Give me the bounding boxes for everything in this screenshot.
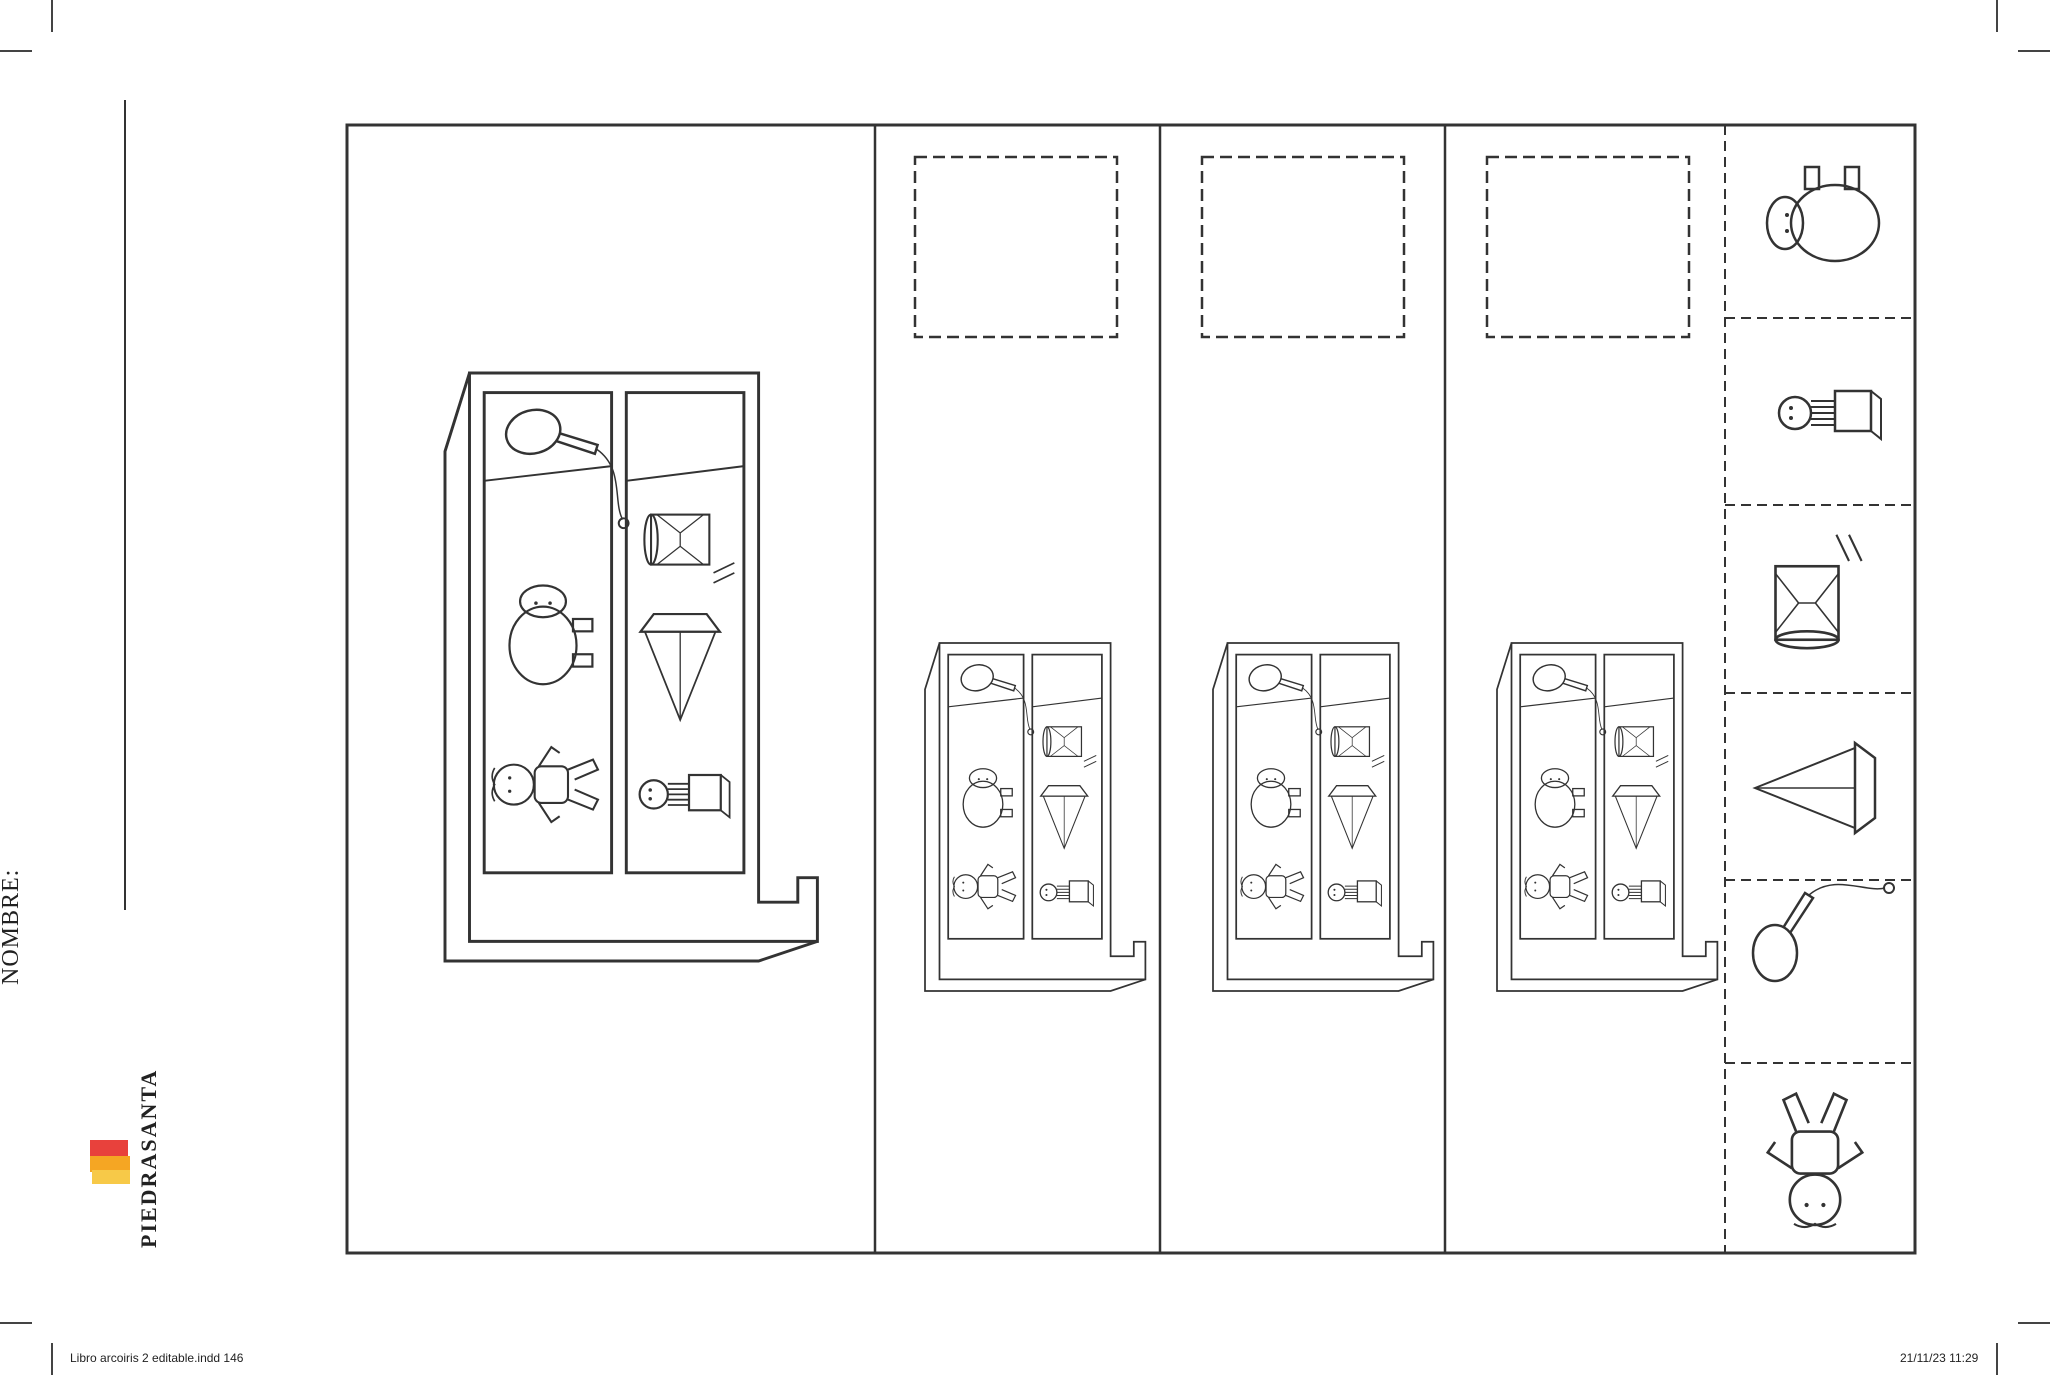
brand-name: PIEDRASANTA: [136, 1068, 161, 1248]
model-shelf: [445, 373, 817, 961]
name-line: [124, 100, 126, 910]
paste-box[interactable]: [913, 155, 1119, 339]
hippo-icon[interactable]: [1765, 165, 1881, 263]
drum-icon[interactable]: [1774, 533, 1863, 650]
crop-mark: [1996, 0, 1998, 32]
name-label: NOMBRE:: [0, 868, 24, 985]
worksheet: [345, 123, 1917, 1255]
brand-logo: [88, 1070, 168, 1250]
option-panel-1: [913, 155, 1145, 991]
crop-mark: [2018, 50, 2050, 52]
book-stack-icon: [90, 1140, 130, 1184]
sailboat-icon[interactable]: [1753, 741, 1877, 835]
crop-mark: [51, 0, 53, 32]
footer-timestamp: 21/11/23 11:29: [1900, 1351, 1979, 1365]
option-panel-2: [1200, 155, 1433, 991]
doll-icon[interactable]: [1766, 1092, 1864, 1229]
crop-mark: [1996, 1343, 1998, 1375]
jack-in-the-box-icon[interactable]: [1777, 389, 1883, 441]
paddle-ball-icon[interactable]: [1751, 881, 1896, 983]
crop-mark: [2018, 1322, 2050, 1324]
crop-mark: [0, 50, 32, 52]
crop-mark: [51, 1343, 53, 1375]
name-field[interactable]: [88, 100, 148, 1050]
paste-box[interactable]: [1200, 155, 1406, 339]
crop-mark: [0, 1322, 32, 1324]
option-panel-3: [1485, 155, 1717, 991]
paste-box[interactable]: [1485, 155, 1691, 339]
footer-file-info: Libro arcoiris 2 editable.indd 146: [70, 1351, 244, 1365]
